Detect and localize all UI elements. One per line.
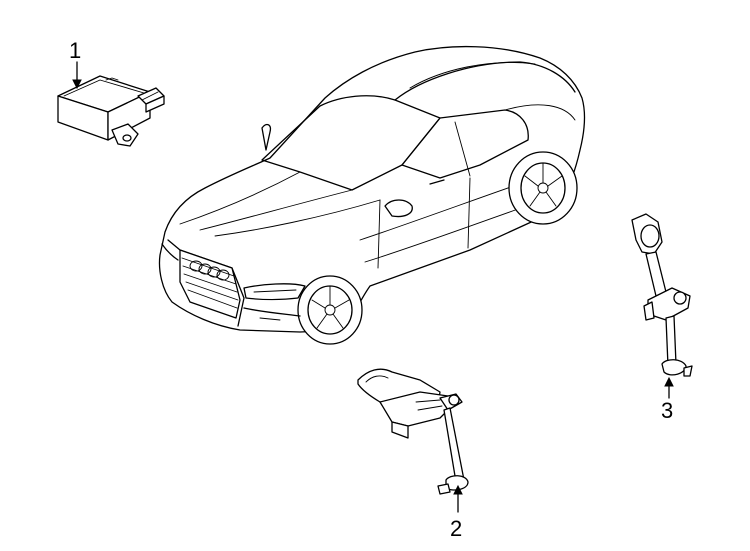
level-sensor-rear-part [631, 213, 693, 377]
callout-label-1: 1 [69, 38, 81, 63]
control-module-part [57, 75, 165, 147]
callout-3: 3 [661, 376, 674, 423]
callout-label-3: 3 [661, 398, 673, 423]
callout-label-2: 2 [450, 516, 462, 541]
callout-1: 1 [69, 38, 82, 90]
vehicle-illustration [158, 45, 586, 345]
level-sensor-front-part [357, 368, 469, 495]
callout-2: 2 [450, 484, 463, 541]
logo-rings-icon [189, 260, 230, 281]
